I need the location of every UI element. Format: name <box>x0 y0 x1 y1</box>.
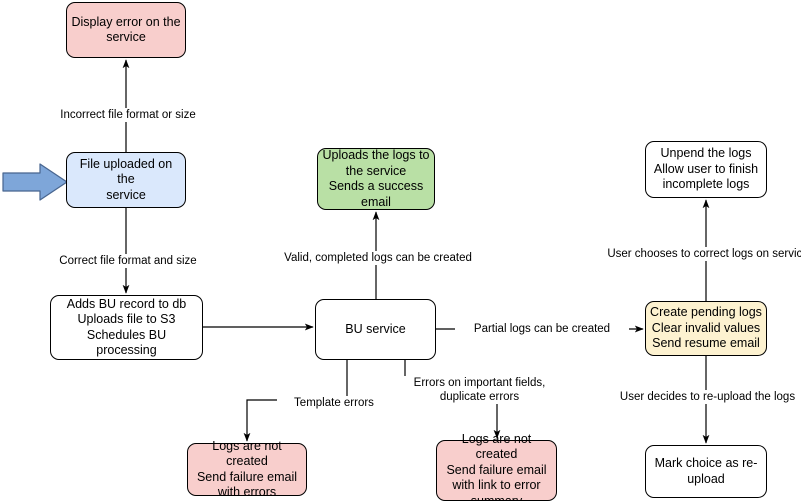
node-bu-service[interactable]: BU service <box>315 299 436 360</box>
edge-label-user-reupload: User decides to re-upload the logs <box>598 390 801 404</box>
entry-block-arrow <box>2 163 68 201</box>
node-logs-not-created-errors[interactable]: Logs are not created Send failure email … <box>436 432 557 501</box>
edge-label-template-errors: Template errors <box>277 396 391 410</box>
node-logs-not-created-template[interactable]: Logs are not created Send failure email … <box>187 439 307 499</box>
node-adds-bu-record[interactable]: Adds BU record to db Uploads file to S3 … <box>50 295 203 360</box>
edge-label-errors-important-fields: Errors on important fields, duplicate er… <box>390 376 569 404</box>
edge-label-correct-format: Correct file format and size <box>31 254 225 268</box>
edge-label-incorrect-format: Incorrect file format or size <box>31 108 225 122</box>
node-display-error[interactable]: Display error on the service <box>66 2 186 58</box>
node-uploads-logs[interactable]: Uploads the logs to the service Sends a … <box>317 148 435 210</box>
node-create-pending-logs[interactable]: Create pending logs Clear invalid values… <box>645 301 767 356</box>
edge-label-valid-completed: Valid, completed logs can be created <box>256 251 500 265</box>
node-file-uploaded[interactable]: File uploaded on the service <box>66 152 186 208</box>
node-unpend-logs[interactable]: Unpend the logs Allow user to finish inc… <box>645 141 767 198</box>
edge-label-partial-logs: Partial logs can be created <box>455 322 629 336</box>
node-mark-reupload[interactable]: Mark choice as re- upload <box>645 445 767 498</box>
edge-label-user-corrects-logs: User chooses to correct logs on service <box>591 247 801 261</box>
